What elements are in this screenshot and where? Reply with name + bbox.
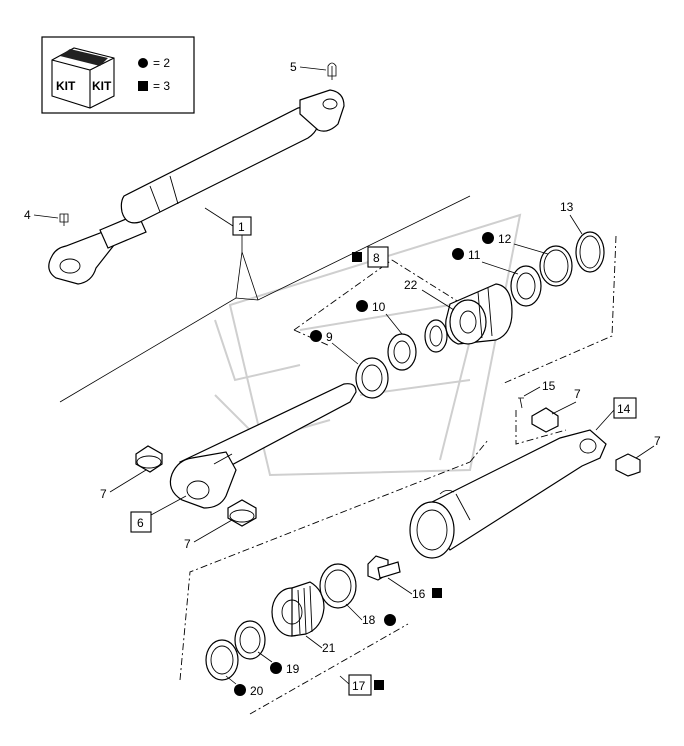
callout-21-label: 21 xyxy=(322,641,336,655)
callout-8-square xyxy=(352,252,362,262)
callout-13-label: 13 xyxy=(560,200,574,214)
callout-17: 17 xyxy=(339,674,384,696)
callout-13: 13 xyxy=(560,200,583,235)
ring-12 xyxy=(539,245,573,287)
callout-1: 1 xyxy=(59,195,471,403)
cylinder-assembly xyxy=(48,62,345,285)
bushing-10 xyxy=(387,333,417,371)
callout-5: 5 xyxy=(290,60,327,74)
barrel-14 xyxy=(409,429,607,559)
callout-21: 21 xyxy=(305,635,336,655)
callout-22-label: 22 xyxy=(404,278,418,292)
callout-12: 12 xyxy=(482,232,549,255)
callout-22: 22 xyxy=(404,278,455,311)
circle-legend-text: = 2 xyxy=(153,56,170,70)
callout-10-label: 10 xyxy=(372,300,386,314)
ring-18 xyxy=(319,563,357,609)
callout-9: 9 xyxy=(310,330,359,365)
piston-rod xyxy=(169,383,357,509)
callout-18: 18 xyxy=(345,603,396,627)
seal-11-small xyxy=(424,319,448,353)
callout-9-label: 9 xyxy=(326,330,333,344)
callout-7-c: 7 xyxy=(551,387,581,415)
callout-10: 10 xyxy=(356,300,403,335)
gland-22 xyxy=(445,283,513,345)
callout-12-label: 12 xyxy=(498,232,512,246)
callout-18-label: 18 xyxy=(362,613,376,627)
kit-legend: KIT KIT = 2 = 3 xyxy=(41,36,195,114)
callout-20: 20 xyxy=(225,675,264,698)
callout-19: 19 xyxy=(257,651,300,676)
callout-14-label: 14 xyxy=(617,402,631,416)
callout-14: 14 xyxy=(595,397,637,431)
callout-15-label: 15 xyxy=(542,379,556,393)
bushing-right-upper xyxy=(531,407,559,433)
piston-group xyxy=(179,439,489,715)
square-symbol xyxy=(138,81,148,91)
callout-11-label: 11 xyxy=(468,248,481,262)
ring-19 xyxy=(234,620,266,660)
callout-19-label: 19 xyxy=(286,662,300,676)
kit-label-left: KIT xyxy=(56,79,76,93)
ring-20 xyxy=(205,639,239,681)
ring-9 xyxy=(355,357,389,399)
callout-11: 11 xyxy=(452,248,519,275)
snap-ring-13 xyxy=(575,231,605,273)
bushing-left-upper xyxy=(135,445,163,473)
callout-4: 4 xyxy=(24,208,59,222)
callout-20-label: 20 xyxy=(250,684,264,698)
callout-6: 6 xyxy=(130,495,187,533)
callout-7a-label: 7 xyxy=(100,487,107,501)
callout-7-a: 7 xyxy=(100,469,147,501)
callout-1-label: 1 xyxy=(238,220,245,234)
callout-17-label: 17 xyxy=(352,679,366,693)
seal-11 xyxy=(510,265,542,307)
callout-7b-label: 7 xyxy=(184,537,191,551)
bushing-right-lower xyxy=(615,453,641,477)
gland-group-envelope xyxy=(501,235,617,385)
gland-group: 8 xyxy=(293,246,463,347)
callout-6-label: 6 xyxy=(137,516,144,530)
callout-16: 16 xyxy=(387,577,442,601)
callout-5-label: 5 xyxy=(290,60,297,74)
kit-label-right: KIT xyxy=(92,79,112,93)
grease-fitting-15: 15 xyxy=(515,379,567,445)
bushing-left-lower xyxy=(227,499,257,527)
callout-7c-label: 7 xyxy=(574,387,581,401)
bolt-16 xyxy=(367,555,401,581)
callout-7-b: 7 xyxy=(184,519,233,551)
kit-box-icon xyxy=(51,47,115,109)
callout-7d-label: 7 xyxy=(654,434,661,448)
callout-4-label: 4 xyxy=(24,208,31,222)
circle-symbol xyxy=(138,58,148,68)
callout-8-label: 8 xyxy=(373,251,380,265)
square-legend-text: = 3 xyxy=(153,79,170,93)
callout-7-d: 7 xyxy=(635,434,661,459)
callout-16-label: 16 xyxy=(412,587,426,601)
piston-21 xyxy=(271,581,325,637)
